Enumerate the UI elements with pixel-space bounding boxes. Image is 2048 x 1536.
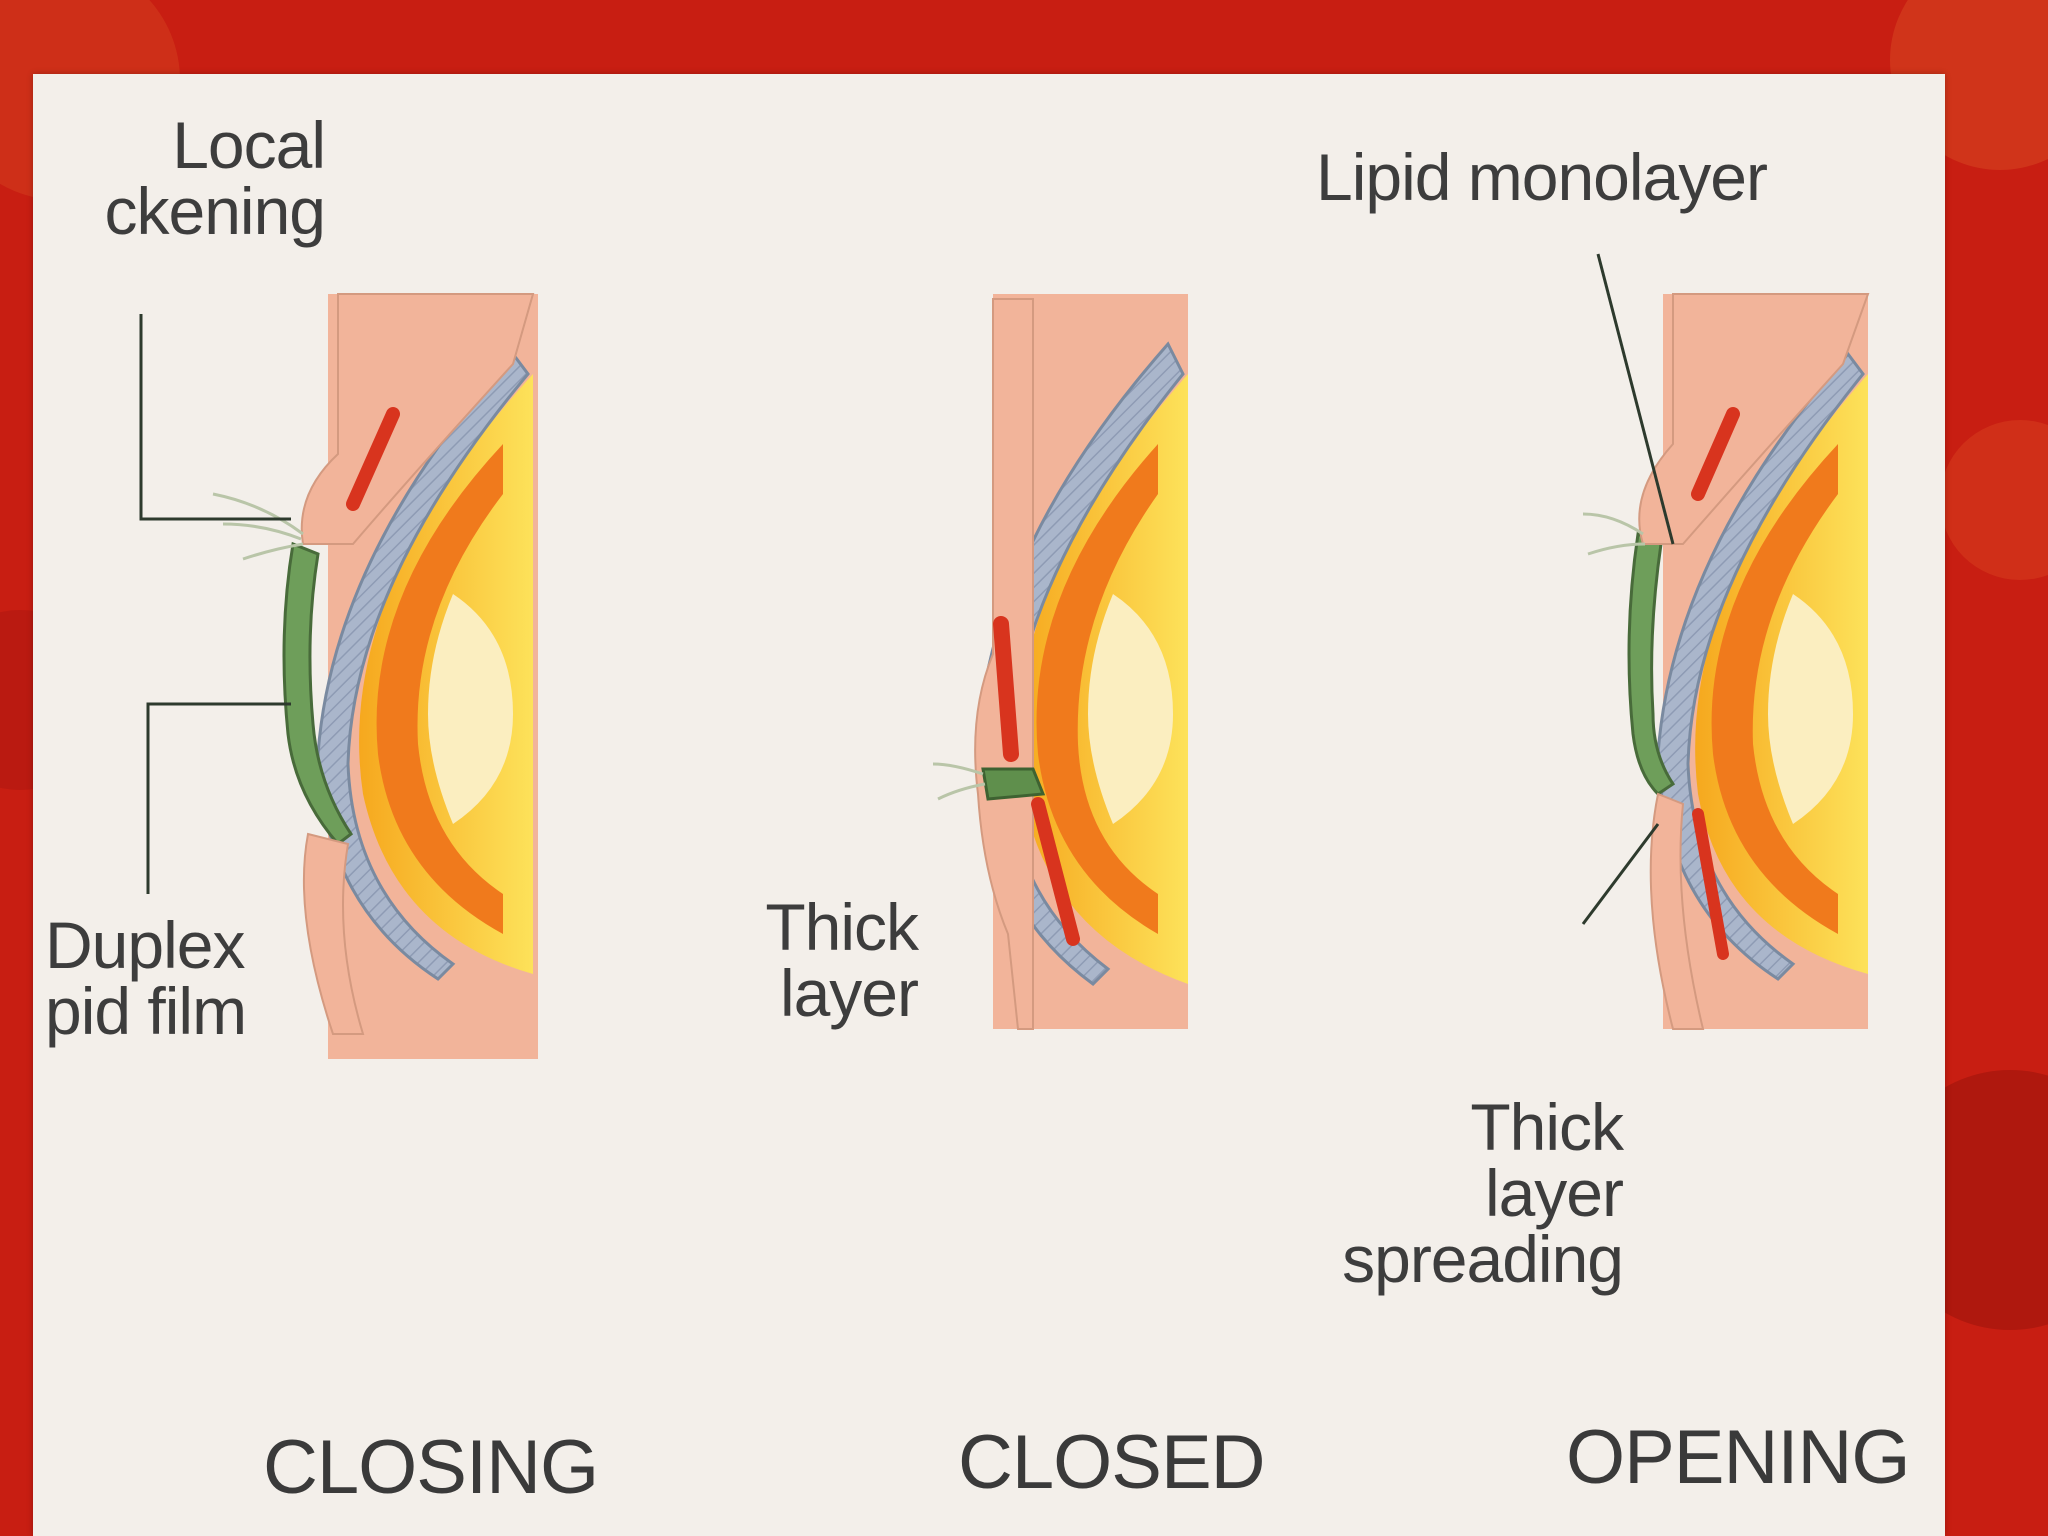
pointer-lipid-monolayer bbox=[1598, 254, 1673, 544]
lower-lid bbox=[328, 974, 538, 1059]
stage-closed: CLOSED bbox=[958, 1419, 1265, 1506]
panel-opening bbox=[1583, 254, 1868, 1029]
label-duplex-lipid-film: Duplex pid film bbox=[45, 912, 246, 1044]
pointer-thick-layer-spreading bbox=[1583, 824, 1658, 924]
label-local-thickening: Local ckening bbox=[73, 112, 325, 244]
pointer-local-thickening bbox=[141, 314, 291, 519]
tear-film-thick bbox=[983, 769, 1043, 799]
label-thick-layer: Thick layer bbox=[708, 894, 918, 1026]
stage-closing: CLOSING bbox=[263, 1424, 598, 1511]
label-lipid-monolayer: Lipid monolayer bbox=[1316, 144, 1767, 210]
diagram-card: Local ckening Duplex pid film Thick laye… bbox=[33, 74, 1945, 1536]
pointer-duplex-film bbox=[148, 704, 291, 894]
eyelashes bbox=[213, 494, 303, 559]
upper-muscle bbox=[1001, 624, 1011, 754]
stage-opening: OPENING bbox=[1566, 1414, 1910, 1501]
label-thick-layer-spreading: Thick layer spreading bbox=[1268, 1094, 1623, 1292]
panel-closed bbox=[933, 294, 1188, 1029]
tear-film-diagram bbox=[33, 74, 1945, 1536]
